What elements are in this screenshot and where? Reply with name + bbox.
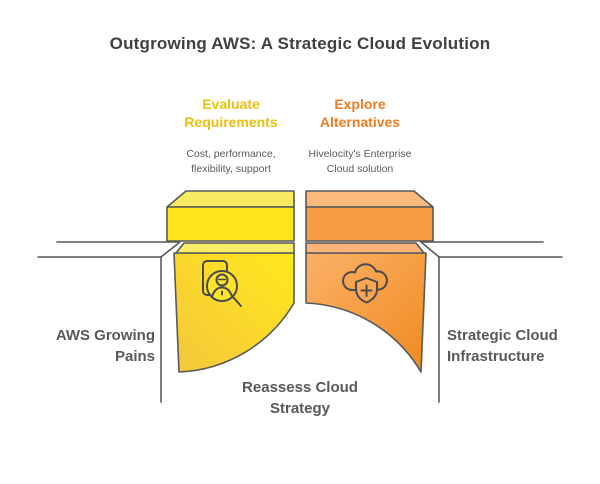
- orange-lower-front: [305, 252, 427, 373]
- stage-label-aws-growing-pains: AWS Growing Pains: [55, 327, 155, 365]
- column-subtext-evaluate: Cost, performance, flexibility, support: [186, 148, 276, 175]
- cloud-shield-plus-icon: [342, 263, 388, 304]
- stage-label-strategic-cloud-infrastructure: Strategic Cloud Infrastructure: [447, 327, 558, 365]
- user-search-icon: [202, 260, 242, 307]
- orange-lower-top: [305, 242, 425, 254]
- orange-upper-top: [305, 190, 434, 208]
- column-heading-explore-alternatives: Explore Alternatives: [319, 96, 401, 131]
- stage-label-reassess-cloud-strategy: Reassess Cloud Strategy: [242, 379, 358, 417]
- yellow-lower-top: [175, 242, 295, 254]
- page-title: Outgrowing AWS: A Strategic Cloud Evolut…: [109, 34, 491, 53]
- yellow-upper-front: [166, 206, 295, 242]
- yellow-block: [166, 190, 295, 373]
- column-subtext-explore: Hivelocity's Enterprise Cloud solution: [308, 148, 412, 175]
- yellow-lower-front: [173, 252, 295, 373]
- surface-lines: [37, 241, 563, 403]
- yellow-upper-top: [166, 190, 295, 208]
- orange-upper-front: [305, 206, 434, 242]
- column-heading-evaluate-requirements: Evaluate Requirements: [184, 96, 278, 131]
- orange-block: [305, 190, 434, 373]
